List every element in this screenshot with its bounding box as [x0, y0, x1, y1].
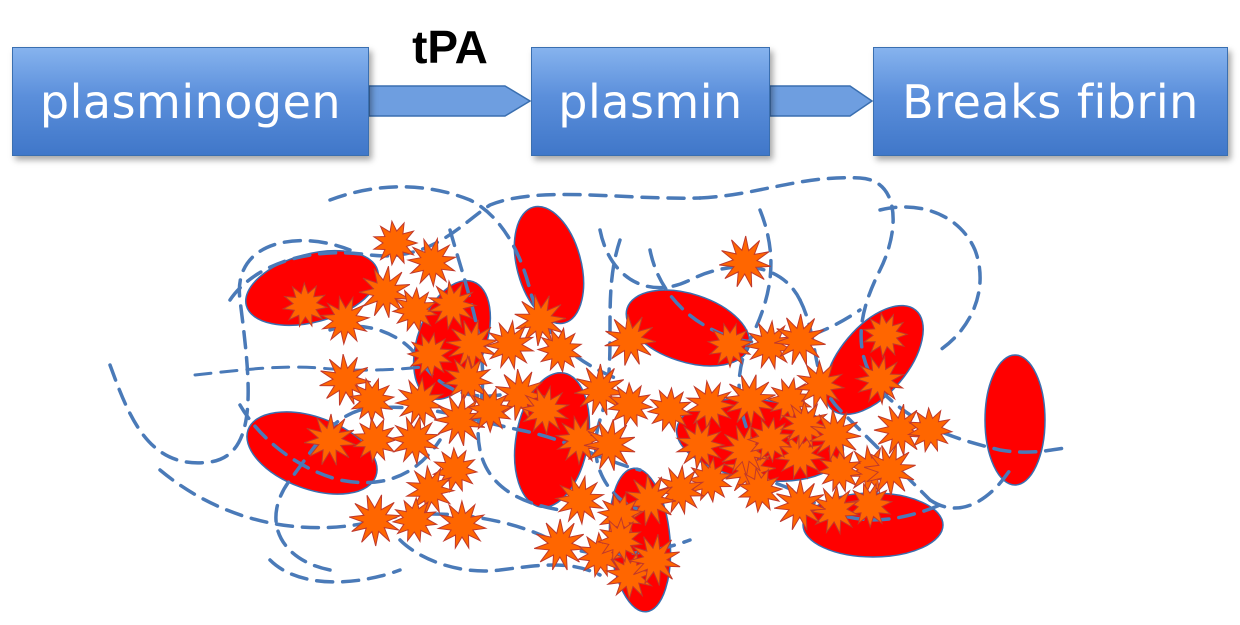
plasmin-burst-icon	[719, 235, 771, 288]
plasmin-burst-icon	[389, 414, 441, 466]
plasmin-burst-icon	[484, 319, 536, 371]
fibrin-strand	[593, 238, 642, 512]
breaks-fibrin-label: Breaks fibrin	[902, 74, 1199, 129]
plasmin-burst-icon	[774, 313, 826, 366]
tpa-label: tPA	[412, 21, 488, 73]
plasmin-burst-icon	[352, 416, 399, 464]
plasmin-burst-icon	[862, 311, 909, 359]
arrow-plasminogen-to-plasmin	[368, 85, 532, 117]
plasmin-burst-icon	[686, 456, 733, 504]
plasmin-burst-icon	[574, 363, 626, 416]
plasmin-burst-icon	[372, 219, 419, 267]
plasmin-burst-icon	[583, 419, 636, 471]
plasmin-burst-icon	[706, 322, 754, 369]
plasmin-burst-icon	[854, 354, 906, 406]
plasmin-burst-icon	[466, 387, 514, 434]
pathway-arrows	[368, 85, 874, 117]
breaks-fibrin-box: Breaks fibrin	[873, 47, 1228, 156]
fibrin-strand	[878, 205, 982, 352]
fibrin-strand	[193, 363, 442, 377]
plasmin-box: plasmin	[531, 47, 770, 156]
arrow-plasmin-to-breaks	[769, 85, 874, 117]
plasmin-burst-icon	[816, 446, 864, 493]
plasmin-burst-icon	[426, 279, 478, 331]
plasmin-burst-icon	[319, 353, 372, 406]
plasmin-burst-icon	[809, 484, 861, 536]
plasmin-bursts	[281, 219, 954, 601]
plasmin-burst-icon	[394, 376, 446, 428]
plasmin-burst-icon	[406, 331, 453, 379]
plasmin-burst-icon	[554, 414, 606, 466]
plasmin-burst-icon	[774, 478, 826, 531]
plasmin-burst-icon	[406, 236, 458, 288]
plasmin-burst-icon	[794, 359, 846, 411]
plasmin-burst-icon	[596, 516, 644, 563]
fibrin-strand	[598, 228, 802, 302]
red-blood-cell-icon	[824, 304, 924, 416]
plasmin-burst-icon	[873, 404, 926, 456]
plasmin-burst-icon	[514, 294, 567, 347]
plasmin-burst-icon	[863, 444, 916, 497]
plasmin-burst-icon	[391, 496, 439, 543]
plasmin-burst-icon	[519, 384, 571, 436]
plasmin-burst-icon	[536, 326, 583, 374]
plasmin-burst-icon	[604, 313, 657, 366]
plasmin-burst-icon	[319, 294, 371, 346]
fibrin-strand	[108, 238, 352, 465]
plasmin-label: plasmin	[558, 74, 743, 129]
red-blood-cell-icon	[984, 354, 1046, 486]
plasmin-burst-icon	[534, 518, 586, 571]
fibrin-strand	[398, 538, 602, 577]
fibrin-strand	[238, 403, 442, 485]
plasmin-burst-icon	[358, 266, 411, 318]
plasminogen-label: plasminogen	[39, 74, 342, 129]
plasmin-burst-icon	[349, 494, 401, 547]
plasmin-burst-icon	[404, 464, 456, 516]
plasminogen-box: plasminogen	[12, 47, 369, 156]
plasmin-burst-icon	[809, 408, 862, 461]
plasmin-burst-icon	[723, 374, 776, 427]
plasmin-burst-icon	[675, 419, 726, 471]
plasmin-burst-icon	[737, 466, 784, 514]
plasmin-burst-icon	[606, 381, 654, 428]
plasmin-burst-icon	[846, 482, 894, 529]
plasmin-burst-icon	[646, 386, 694, 434]
plasmin-burst-icon	[906, 406, 954, 454]
plasmin-burst-icon	[391, 286, 439, 334]
plasmin-burst-icon	[436, 499, 488, 550]
fibrin-strand	[268, 558, 402, 584]
plasmin-burst-icon	[654, 464, 706, 516]
plasmin-burst-icon	[554, 474, 606, 526]
plasmin-burst-icon	[445, 319, 498, 372]
fibrin-strand	[274, 408, 362, 572]
fibrin-strand	[928, 468, 1012, 510]
plasmin-burst-icon	[628, 534, 681, 586]
plasmin-burst-icon	[281, 281, 329, 328]
plasmin-burst-icon	[348, 377, 396, 424]
plasmin-burst-icon	[303, 413, 356, 466]
plasmin-burst-icon	[779, 399, 831, 451]
fibrin-strand	[698, 175, 895, 392]
